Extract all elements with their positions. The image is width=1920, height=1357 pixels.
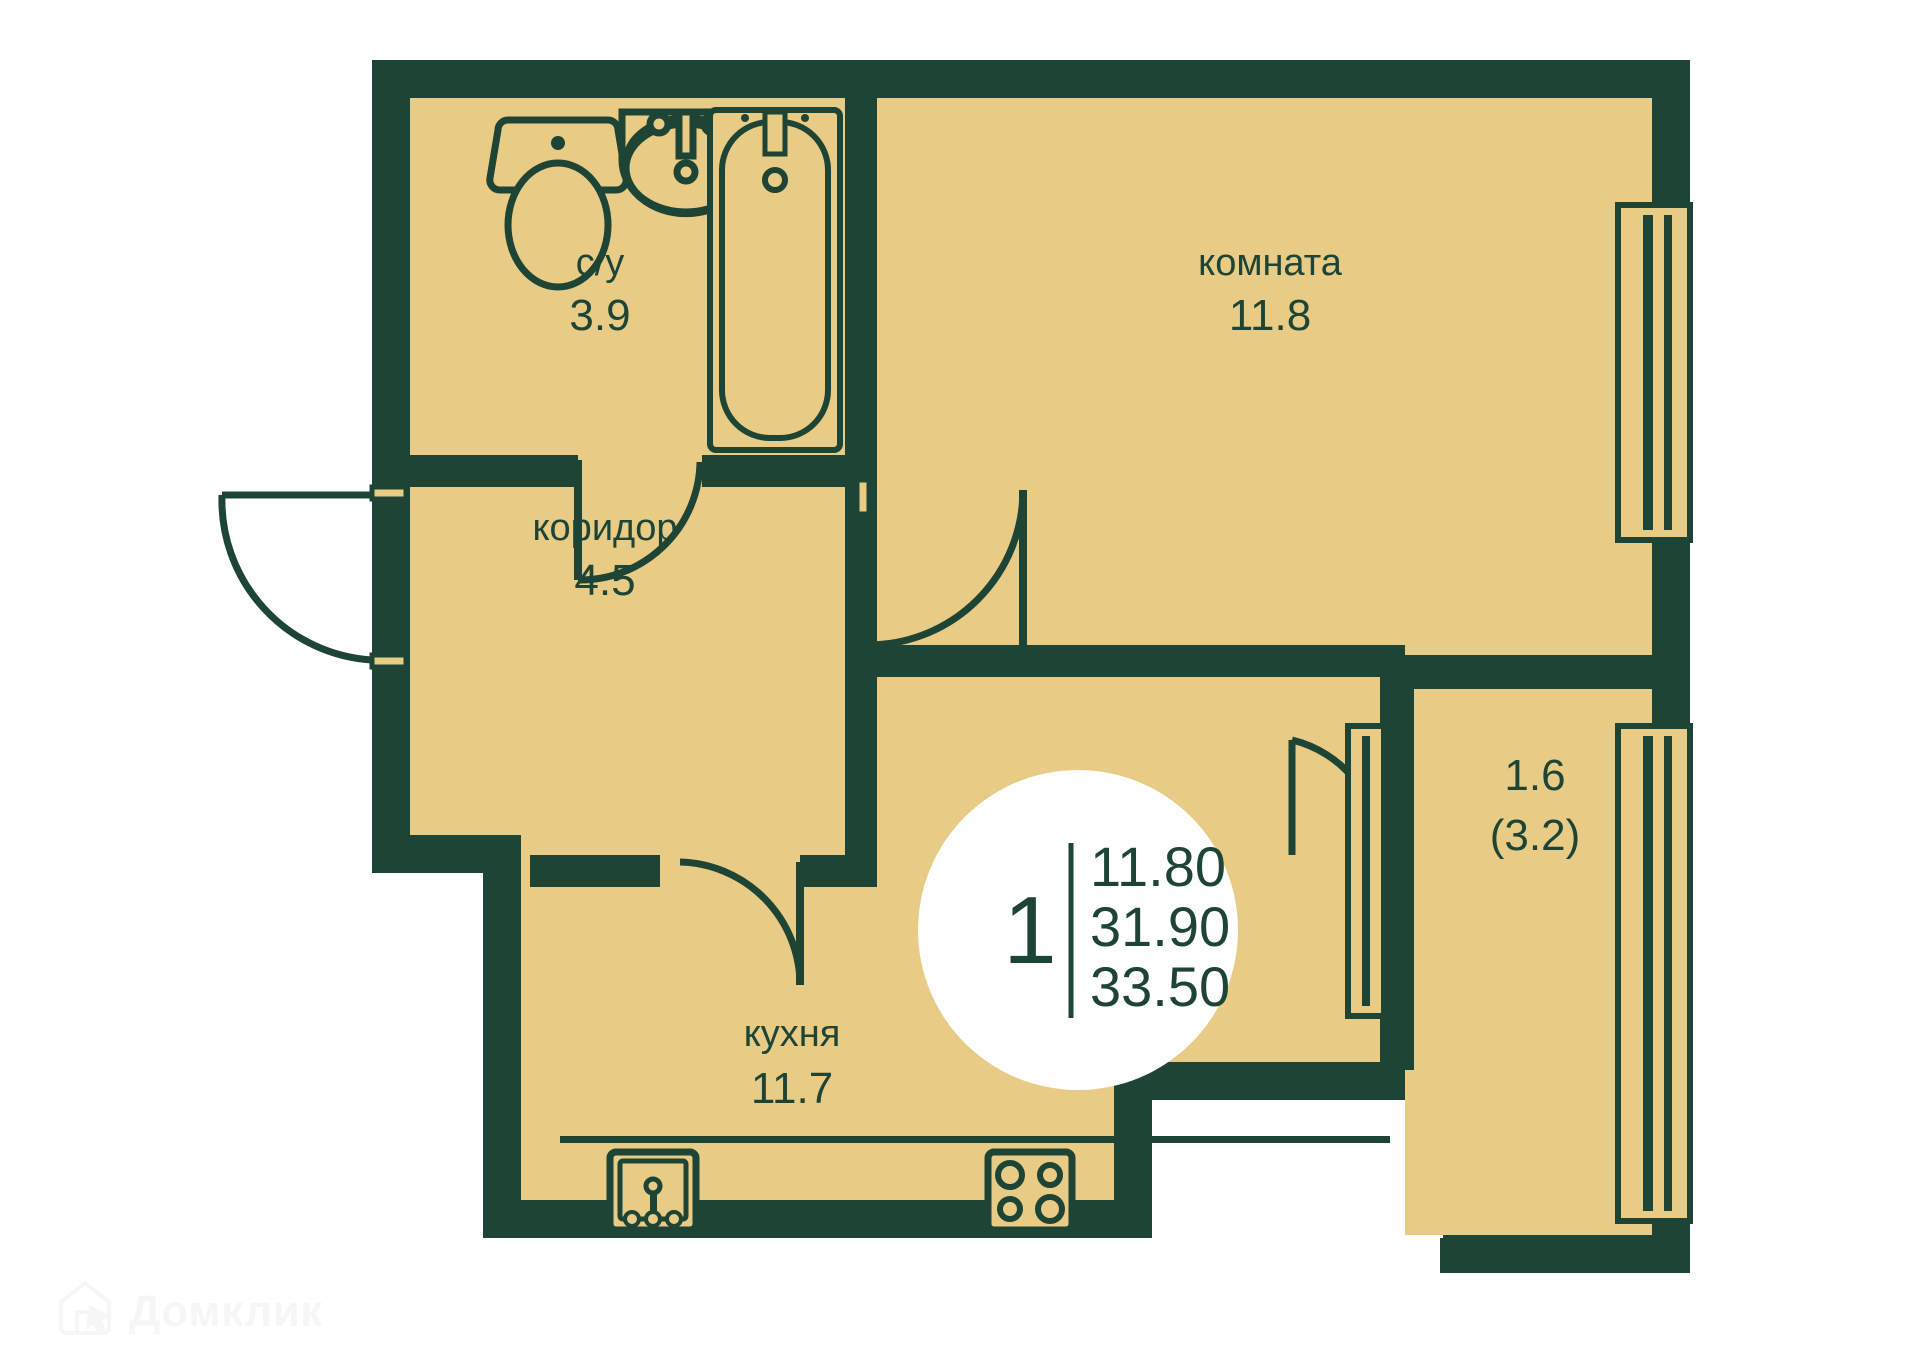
wall-bath-left-step: [372, 60, 410, 280]
room-label-kitchen-name: кухня: [744, 1013, 841, 1055]
room-label-kitchen-area: 11.7: [751, 1064, 833, 1113]
toilet-icon: [486, 116, 630, 291]
room-label-living-area: 11.8: [1229, 291, 1311, 340]
bathtub-icon: [707, 107, 843, 453]
balcony-window-right: [1615, 723, 1693, 1224]
room-labels-group: с/у 3.9 комната 11.8 коридор 4.5 кухня 1…: [533, 242, 1581, 1113]
stove-icon: [984, 1148, 1076, 1234]
room-label-balcony-area-secondary: (3.2): [1490, 811, 1580, 860]
wall-living-kitchen: [1380, 655, 1652, 689]
opening-bathroom: [578, 455, 702, 487]
badge-total-area-with-balcony: 33.50: [1090, 955, 1230, 1018]
kitchen-appliances-group: [606, 1148, 1076, 1234]
windows-group: [1345, 202, 1693, 1224]
entrance-door: [218, 484, 409, 670]
doors-group: [218, 460, 1384, 986]
room-label-corridor-area: 4.5: [574, 556, 635, 605]
kitchen-door: [679, 858, 804, 986]
bathroom-fixtures-group: [486, 107, 843, 453]
wall-corridor-right: [845, 660, 877, 880]
room-label-bathroom-area: 3.9: [569, 291, 630, 340]
badge-living-area: 11.80: [1090, 835, 1226, 898]
badge-total-area: 31.90: [1090, 895, 1230, 958]
room-label-living-name: комната: [1198, 242, 1343, 284]
room-label-balcony-area: 1.6: [1504, 751, 1565, 800]
room-label-bathroom-name: с/у: [576, 242, 625, 284]
living-room-window: [1615, 202, 1693, 543]
balcony-window-left: [1345, 723, 1387, 1019]
wall-bath-living: [845, 98, 877, 470]
badge-rooms-count: 1: [1003, 877, 1056, 984]
wall-corridor-kitchen-top: [845, 645, 1405, 677]
summary-badge: 1 11.80 31.90 33.50: [918, 770, 1238, 1090]
bathroom-door: [574, 460, 704, 584]
kitchen-sink-icon: [606, 1148, 700, 1234]
summary-badge-circle: [918, 770, 1238, 1090]
living-room-door: [854, 477, 1027, 649]
kitchen-counter-line: [560, 1136, 1390, 1143]
apartment-wall-shell: [372, 60, 1690, 1273]
room-label-corridor-name: коридор: [533, 507, 678, 549]
